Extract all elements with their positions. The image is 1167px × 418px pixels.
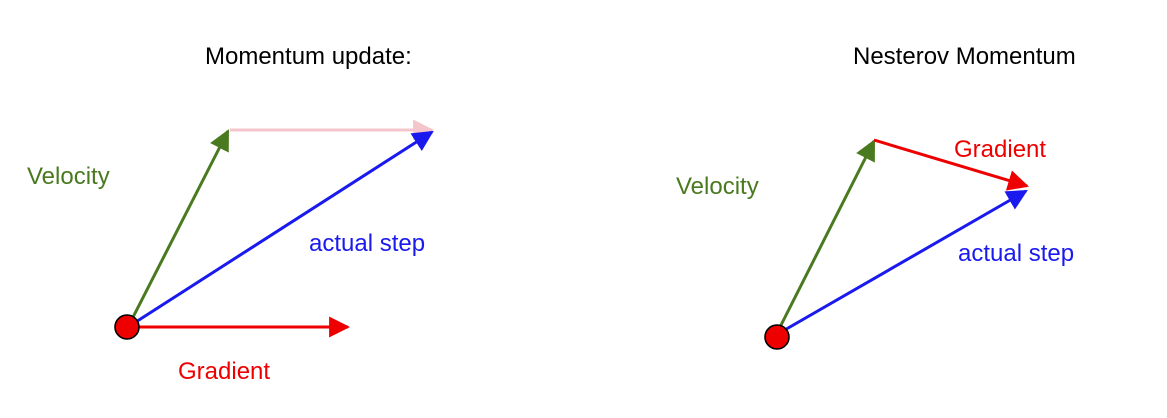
gradient-label: Gradient <box>178 358 271 385</box>
gradient-label: Gradient <box>954 136 1047 163</box>
momentum-update-diagram: Momentum update: Velocity actual step Gr… <box>0 0 583 418</box>
actual-step-label: actual step <box>309 230 426 257</box>
velocity-label: Velocity <box>676 173 759 200</box>
start-point <box>114 314 140 340</box>
actual-step-label: actual step <box>958 240 1075 267</box>
nesterov-momentum-diagram: Nesterov Momentum Velocity Gradient actu… <box>583 0 1167 418</box>
nesterov-momentum-vectors <box>764 138 1030 350</box>
velocity-label: Velocity <box>27 163 110 190</box>
diagram-title: Momentum update: <box>205 43 412 70</box>
velocity-arrow <box>774 139 876 336</box>
start-point <box>764 324 790 350</box>
diagram-title: Nesterov Momentum <box>853 43 1076 70</box>
velocity-arrow <box>126 129 230 328</box>
actual-step-arrow <box>775 189 1028 337</box>
actual-step-arrow <box>127 130 434 329</box>
momentum-update-vectors <box>114 119 435 340</box>
gradient-arrow <box>873 138 1030 191</box>
